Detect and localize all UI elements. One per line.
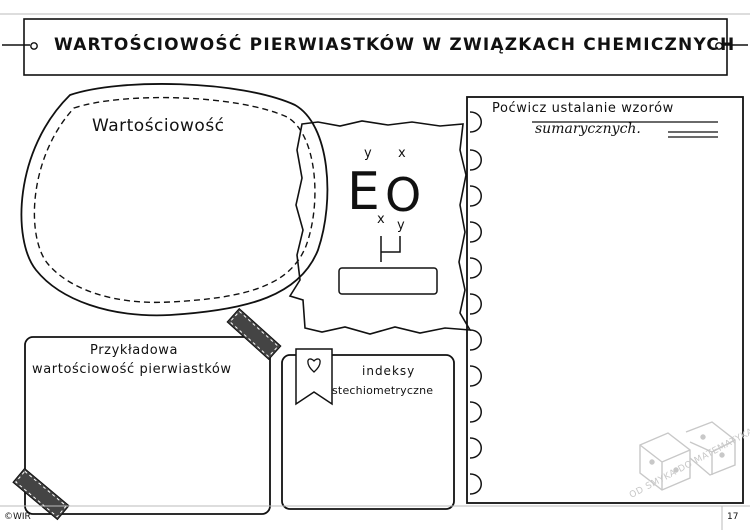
indices-box — [281, 348, 455, 510]
formula-bracket — [380, 236, 401, 262]
tape-strip-icon — [226, 307, 282, 361]
torn-paper — [288, 120, 472, 335]
formula-subscript-right: y — [397, 218, 405, 233]
page-number: 17 — [727, 512, 739, 522]
banner-pin-left-icon — [30, 42, 38, 50]
cloud-bubble — [20, 83, 329, 317]
formula-subscript-left: x — [377, 212, 385, 227]
indices-box-title-line1: indeksy — [362, 364, 416, 378]
heart-bookmark-icon — [307, 358, 321, 373]
formula-oxygen-symbol: O — [385, 168, 422, 222]
notebook-panel — [466, 96, 744, 504]
banner-pin-right-icon — [715, 42, 723, 50]
indices-box-title-line2: stechiometryczne — [332, 384, 434, 397]
formula-answer-box — [338, 267, 438, 295]
tape-strip-icon-bottom — [12, 467, 70, 521]
example-box-title-line2: wartościowość pierwiastków — [32, 362, 232, 377]
formula-superscript-left: y — [364, 146, 372, 161]
example-values-box — [12, 307, 282, 521]
notebook-subtitle: sumarycznych. — [535, 121, 641, 137]
example-box-title-line1: Przykładowa — [90, 343, 179, 358]
page-title: WARTOŚCIOWOŚĆ PIERWIASTKÓW W ZWIĄZKACH C… — [54, 35, 736, 55]
valence-heading: Wartościowość — [92, 116, 225, 136]
copyright-label: ©WIR — [4, 512, 31, 522]
notebook-title: Poćwicz ustalanie wzorów — [492, 101, 674, 116]
notebook-rings — [469, 111, 482, 495]
formula-element-symbol: E — [347, 162, 380, 222]
dice-logo-icon — [639, 421, 736, 491]
title-banner — [2, 18, 748, 76]
bookmark-ribbon — [295, 348, 333, 406]
formula-superscript-right: x — [398, 146, 406, 161]
